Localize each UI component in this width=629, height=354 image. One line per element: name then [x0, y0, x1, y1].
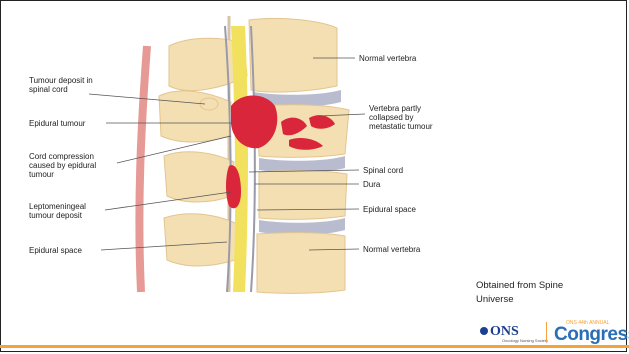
- spinous-process-3: [164, 152, 234, 202]
- spine-diagram: Tumour deposit in spinal cord Epidural t…: [19, 6, 455, 294]
- label-dura: Dura: [363, 180, 380, 189]
- credit-line1: Obtained from Spine: [476, 279, 606, 293]
- label-leptomeningeal: Leptomeningeal tumour deposit: [29, 202, 86, 220]
- label-cord-compression: Cord compression caused by epidural tumo…: [29, 152, 96, 179]
- congress-logo-text: Congress: [554, 324, 629, 346]
- label-cord-compression-line1: Cord compression: [29, 152, 96, 161]
- footer-accent-line: [0, 345, 629, 348]
- label-cord-compression-line2: caused by epidural: [29, 161, 96, 170]
- label-leptomeningeal-line1: Leptomeningeal: [29, 202, 86, 211]
- label-normal-vertebra-bottom: Normal vertebra: [363, 245, 420, 254]
- footer-divider: [546, 322, 547, 342]
- label-tumour-deposit-line2: spinal cord: [29, 85, 93, 94]
- label-normal-vertebra-top: Normal vertebra: [359, 54, 416, 63]
- ons-logo-icon: [480, 327, 488, 335]
- footer-logos: ONS Oncology Nursing Society ONS 44th AN…: [480, 320, 620, 344]
- label-tumour-deposit-line1: Tumour deposit in: [29, 76, 93, 85]
- label-epidural-space-right: Epidural space: [363, 205, 416, 214]
- credit-line2: Universe: [476, 293, 606, 307]
- top-vertebra: [249, 18, 337, 92]
- image-credit: Obtained from Spine Universe: [476, 279, 606, 307]
- label-vertebra-collapsed-line1: Vertebra partly: [369, 104, 433, 113]
- tissue-strip: [139, 46, 147, 292]
- label-spinal-cord: Spinal cord: [363, 166, 403, 175]
- label-epidural-tumour: Epidural tumour: [29, 119, 85, 128]
- label-leptomeningeal-line2: tumour deposit: [29, 211, 86, 220]
- label-vertebra-collapsed: Vertebra partly collapsed by metastatic …: [369, 104, 433, 131]
- label-vertebra-collapsed-line3: metastatic tumour: [369, 122, 433, 131]
- label-vertebra-collapsed-line2: collapsed by: [369, 113, 433, 122]
- label-cord-compression-line3: tumour: [29, 170, 96, 179]
- label-epidural-space-left: Epidural space: [29, 246, 82, 255]
- spinous-process-2: [159, 91, 231, 142]
- ons-tagline: Oncology Nursing Society: [502, 338, 548, 343]
- bottom-vertebra: [257, 233, 345, 294]
- label-tumour-deposit: Tumour deposit in spinal cord: [29, 76, 93, 94]
- middle-vertebra: [259, 171, 347, 220]
- spinous-process-4: [164, 214, 237, 266]
